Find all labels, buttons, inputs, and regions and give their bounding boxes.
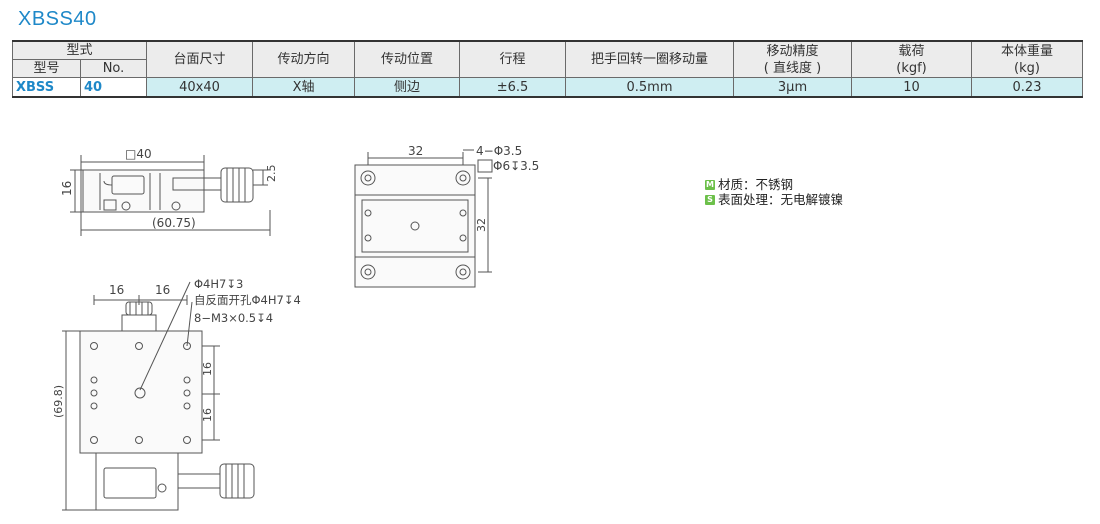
front-dim-b: 16 bbox=[155, 283, 170, 297]
material-row: M 材质：不锈钢 bbox=[705, 177, 843, 192]
cell-per-turn-travel: 0.5mm bbox=[565, 77, 735, 98]
top-view-holes bbox=[360, 170, 471, 280]
spec-table: 型式 台面尺寸 传动方向 传动位置 行程 把手回转一圈移动量 移动精度 ( 直线… bbox=[11, 40, 1084, 98]
header-weight: 本体重量 (kg) bbox=[971, 40, 1084, 78]
side-height-label: 16 bbox=[60, 181, 74, 196]
front-view-holes bbox=[90, 342, 191, 444]
front-right-1: 16 bbox=[201, 362, 214, 376]
header-accuracy: 移动精度 ( 直线度 ) bbox=[733, 40, 853, 78]
surface-text: 表面处理：无电解镀镍 bbox=[718, 192, 844, 207]
front-view bbox=[62, 281, 255, 511]
header-weight-line1: 本体重量 bbox=[1001, 43, 1054, 59]
side-overall-label: (60.75) bbox=[152, 216, 196, 230]
top-hole-label: 4−Φ3.5 bbox=[476, 144, 522, 158]
material-badge-icon: M bbox=[705, 179, 715, 190]
header-accuracy-line2: ( 直线度 ) bbox=[763, 60, 822, 76]
top-side-label: 32 bbox=[475, 218, 488, 232]
cell-drive-position: 侧边 bbox=[354, 77, 461, 98]
header-weight-line2: (kg) bbox=[1014, 60, 1040, 76]
surface-row: S 表面处理：无电解镀镍 bbox=[705, 192, 843, 207]
cell-travel: ±6.5 bbox=[459, 77, 567, 98]
front-hole2: 自反面开孔Φ4H7↧4 bbox=[194, 293, 301, 307]
header-load-line1: 载荷 bbox=[898, 43, 925, 59]
front-right-2: 16 bbox=[201, 408, 214, 422]
side-width-label: □40 bbox=[125, 147, 152, 161]
side-view bbox=[70, 155, 271, 236]
header-accuracy-line1: 移动精度 bbox=[766, 43, 819, 59]
surface-badge-icon: S bbox=[705, 194, 715, 205]
table-row: XBSS 40 40x40 X轴 侧边 ±6.5 0.5mm 3μm 10 0.… bbox=[12, 77, 1084, 98]
cell-weight: 0.23 bbox=[971, 77, 1084, 98]
top-view bbox=[354, 149, 493, 288]
header-load: 载荷 (kgf) bbox=[851, 40, 973, 78]
front-overall: (69.8) bbox=[52, 385, 65, 418]
material-text: 材质：不锈钢 bbox=[718, 177, 794, 192]
header-table-size: 台面尺寸 bbox=[146, 40, 254, 78]
cell-no: 40 bbox=[79, 77, 148, 98]
top-pitch-label: 32 bbox=[408, 144, 423, 158]
side-offset-label: 2.5 bbox=[265, 165, 278, 183]
header-drive-position: 传动位置 bbox=[354, 40, 461, 78]
front-tap: 8−M3×0.5↧4 bbox=[194, 311, 273, 325]
top-cbore-label: Φ6↧3.5 bbox=[493, 159, 539, 173]
cell-accuracy: 3μm bbox=[733, 77, 853, 98]
cell-table-size: 40x40 bbox=[146, 77, 254, 98]
header-no: No. bbox=[79, 59, 148, 78]
header-per-turn-travel: 把手回转一圈移动量 bbox=[565, 40, 735, 78]
header-load-line2: (kgf) bbox=[896, 60, 927, 76]
product-title: XBSS40 bbox=[18, 8, 97, 30]
material-legend: M 材质：不锈钢 S 表面处理：无电解镀镍 bbox=[705, 177, 843, 207]
front-dim-a: 16 bbox=[109, 283, 124, 297]
front-hole1: Φ4H7↧3 bbox=[194, 277, 243, 291]
header-drive-direction: 传动方向 bbox=[252, 40, 356, 78]
cell-load: 10 bbox=[851, 77, 973, 98]
cell-model: XBSS bbox=[12, 77, 81, 98]
